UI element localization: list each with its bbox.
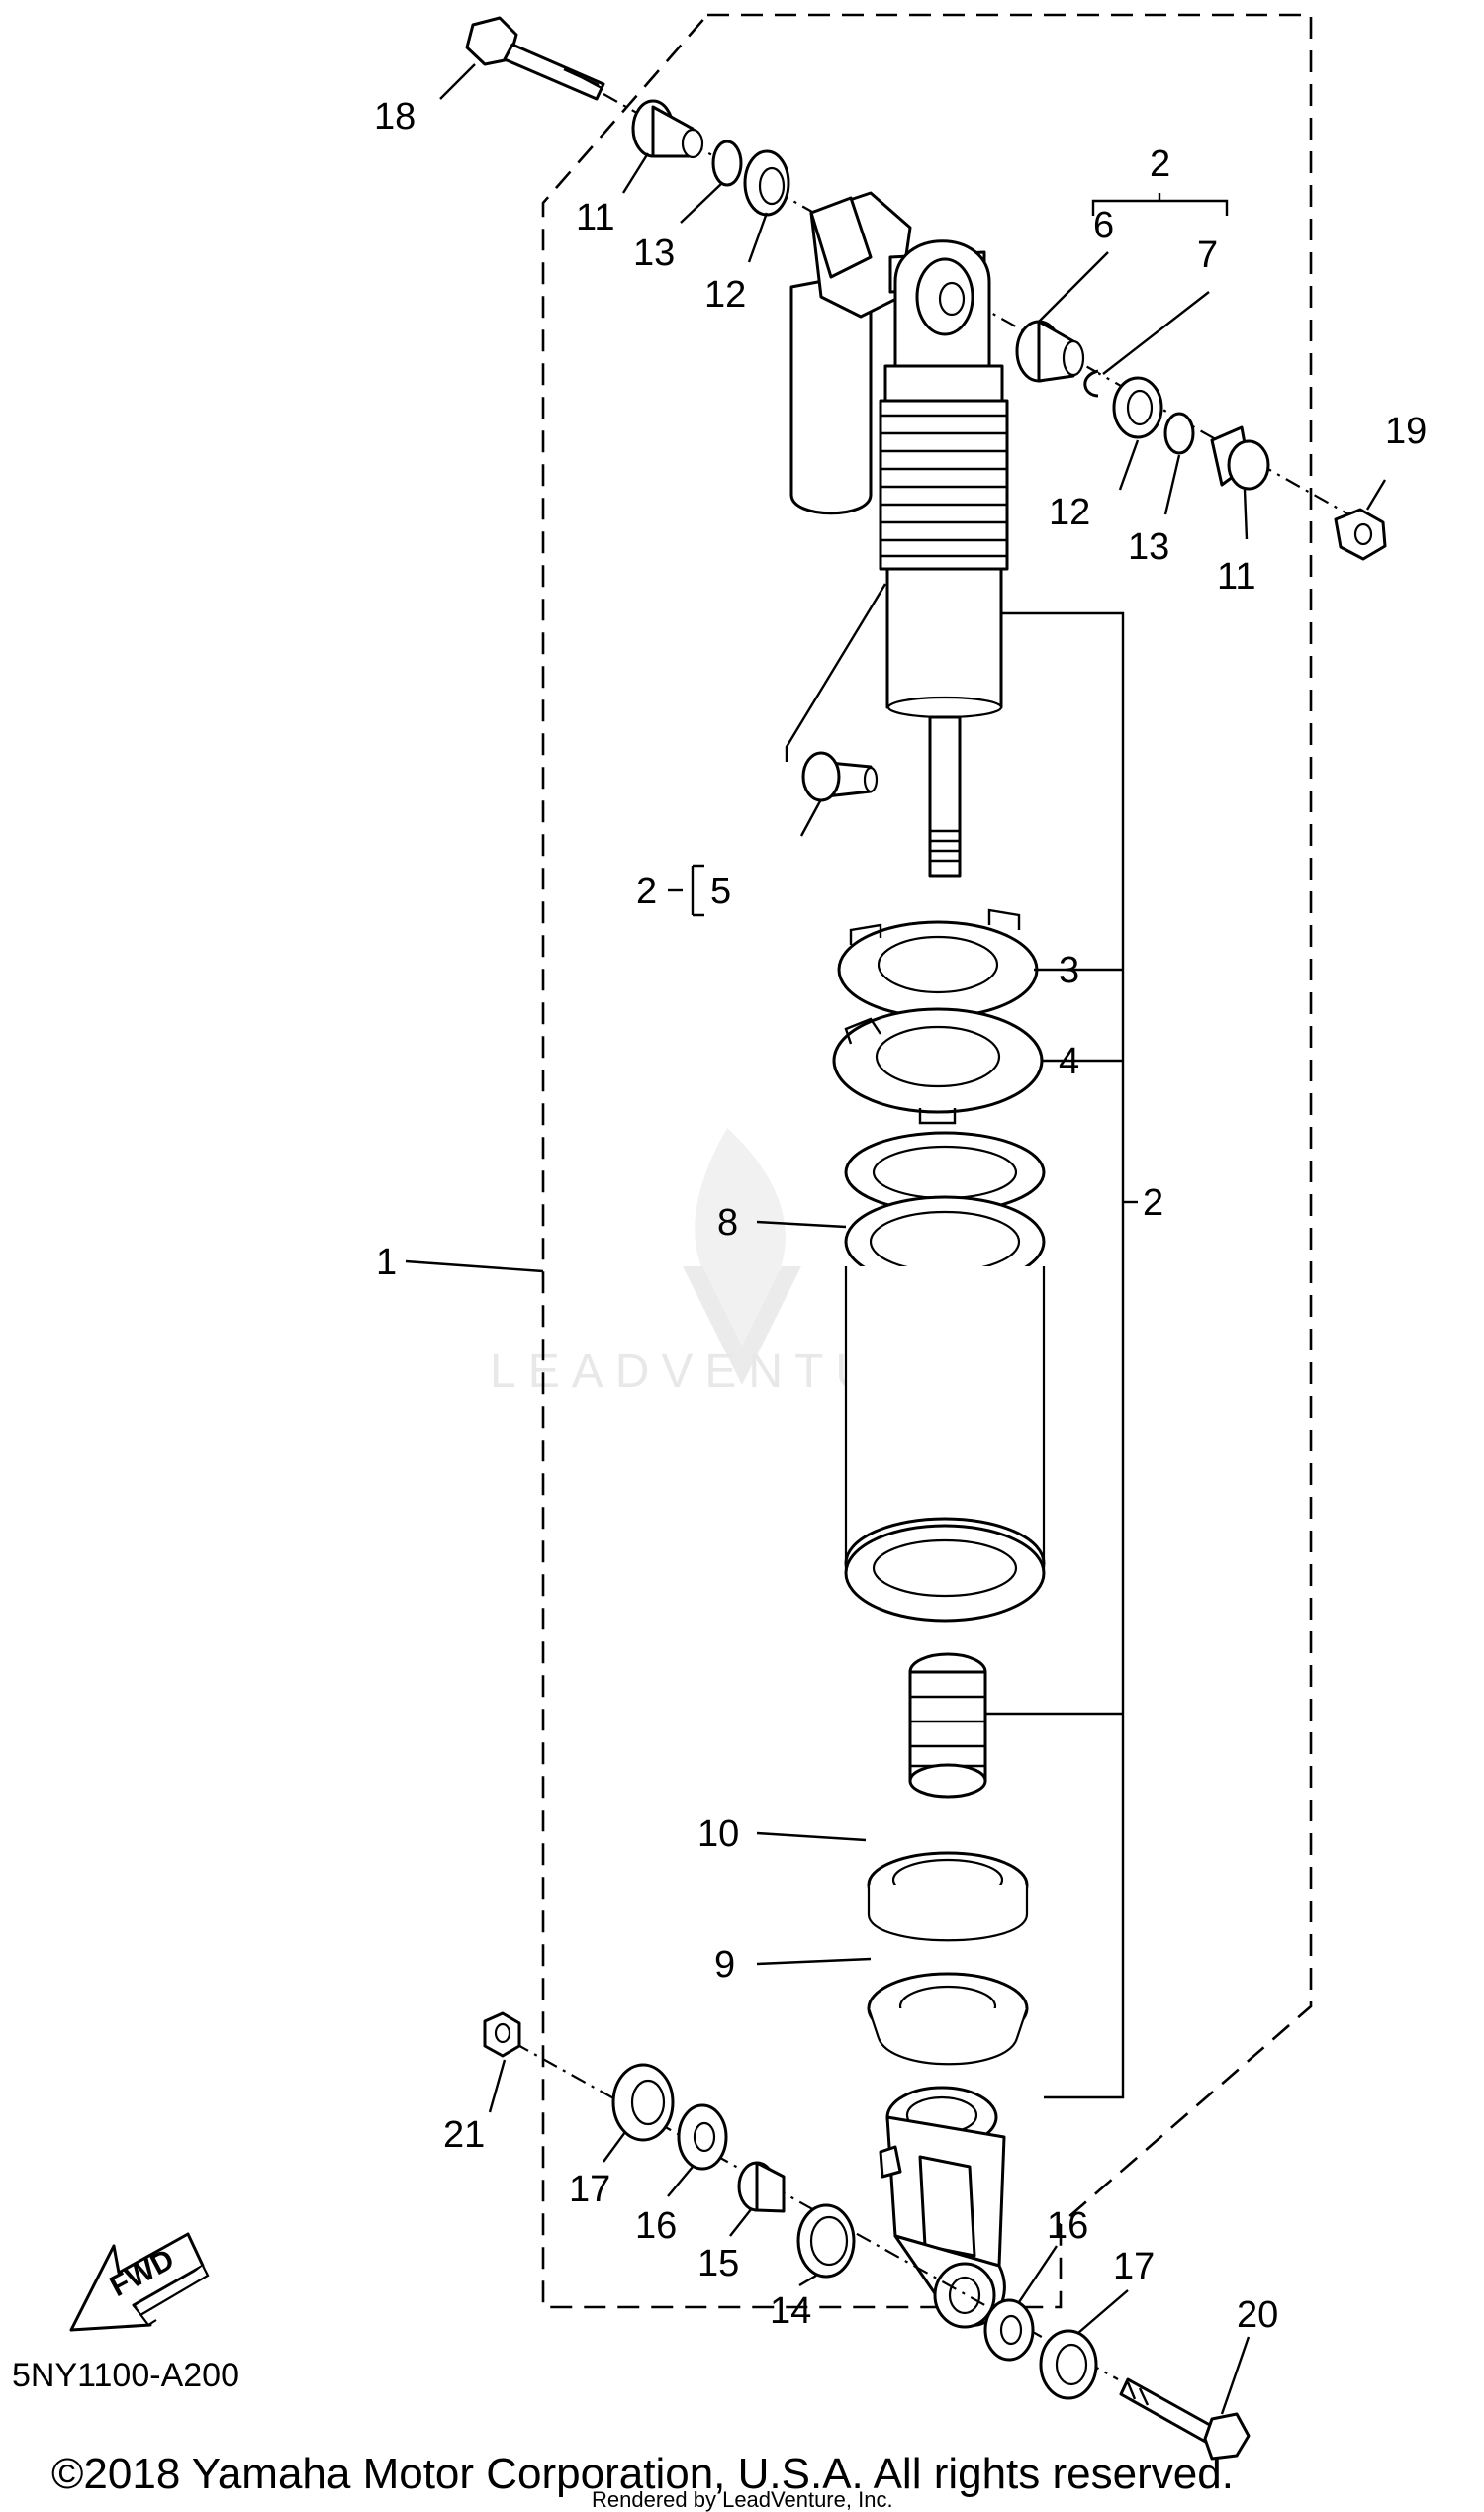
callout-19: 19 [1385, 411, 1427, 452]
callout-10: 10 [697, 1814, 739, 1855]
piston-rod [928, 715, 962, 878]
bearing-6 [1015, 320, 1085, 383]
bushing-16-left [677, 2103, 728, 2171]
spring-seat-9 [867, 1972, 1029, 2066]
shock-absorber-body [789, 191, 1009, 878]
callout-14: 14 [770, 2290, 811, 2332]
watermark-flame-logo [695, 1128, 786, 1346]
collar-17-right [1039, 2329, 1098, 2400]
callout-5: 5 [710, 871, 731, 912]
diagram-code: 5NY1100-A200 [12, 2357, 239, 2394]
callout-12-upper: 12 [704, 274, 746, 316]
valve-5 [801, 751, 879, 802]
lower-bolt-20 [1119, 2377, 1251, 2461]
right-oil-seal-12 [1112, 376, 1163, 439]
copyright-notice: ©2018 Yamaha Motor Corporation, U.S.A. A… [51, 2450, 1234, 2498]
bearing-14 [796, 2203, 856, 2279]
callout-2-top: 2 [1150, 143, 1170, 185]
callout-16-right: 16 [1047, 2205, 1088, 2247]
bushing-16-right [983, 2298, 1035, 2362]
spacer-15 [737, 2161, 786, 2213]
callout-1: 1 [376, 1242, 397, 1283]
callout-8: 8 [717, 1202, 738, 1244]
callout-21: 21 [443, 2114, 485, 2156]
rendered-by: Rendered by LeadVenture, Inc. [592, 2487, 893, 2512]
reservoir [789, 270, 873, 515]
nut-21 [483, 2011, 521, 2058]
callout-11-upper: 11 [576, 197, 614, 238]
upper-o-ring-13 [711, 140, 743, 187]
upper-bolt-18 [465, 16, 605, 101]
callout-17-left: 17 [569, 2169, 610, 2210]
nut-19 [1334, 508, 1387, 561]
collar-17-left [611, 2063, 675, 2142]
spring-guide-10 [867, 1851, 1029, 1942]
callout-18: 18 [374, 96, 416, 138]
callout-15: 15 [697, 2243, 739, 2284]
callout-13-upper: 13 [633, 233, 675, 274]
callout-2-bracket: 2 [1143, 1182, 1163, 1224]
ring-nut-3 [837, 908, 1039, 1019]
callout-2-valve: 2 [636, 871, 657, 912]
preload-threads [879, 399, 1009, 571]
bump-stop [908, 1652, 987, 1799]
callout-17-right: 17 [1113, 2246, 1155, 2287]
callout-12-right: 12 [1049, 492, 1090, 533]
spring-8 [844, 1131, 1046, 1623]
callout-13-right: 13 [1128, 526, 1169, 568]
fwd-arrow-icon: FWD [69, 2232, 210, 2332]
callout-20: 20 [1237, 2294, 1278, 2336]
upper-oil-seal-12 [743, 149, 790, 217]
circlip-7 [1083, 369, 1099, 398]
lower-clevis [879, 2086, 1006, 2329]
right-o-ring-13 [1163, 412, 1195, 455]
callout-3: 3 [1059, 950, 1079, 991]
callout-4: 4 [1059, 1041, 1079, 1082]
ring-nut-4 [832, 1007, 1044, 1125]
callout-6: 6 [1093, 205, 1114, 246]
callout-7: 7 [1197, 234, 1218, 276]
right-collar-11 [1210, 425, 1270, 491]
callout-9: 9 [714, 1944, 735, 1986]
leader-lines [405, 63, 1387, 2415]
upper-collar-11 [631, 99, 704, 159]
callout-11-right: 11 [1217, 556, 1255, 598]
watermark-v-logo [683, 1266, 801, 1385]
callout-labels: 18 11 13 12 2 6 7 12 13 11 19 2 5 3 4 2 … [374, 96, 1427, 2336]
lower-cylinder [885, 567, 1003, 709]
assembly-boundary-dashed [541, 13, 1313, 2309]
callout-16-left: 16 [635, 2205, 677, 2247]
